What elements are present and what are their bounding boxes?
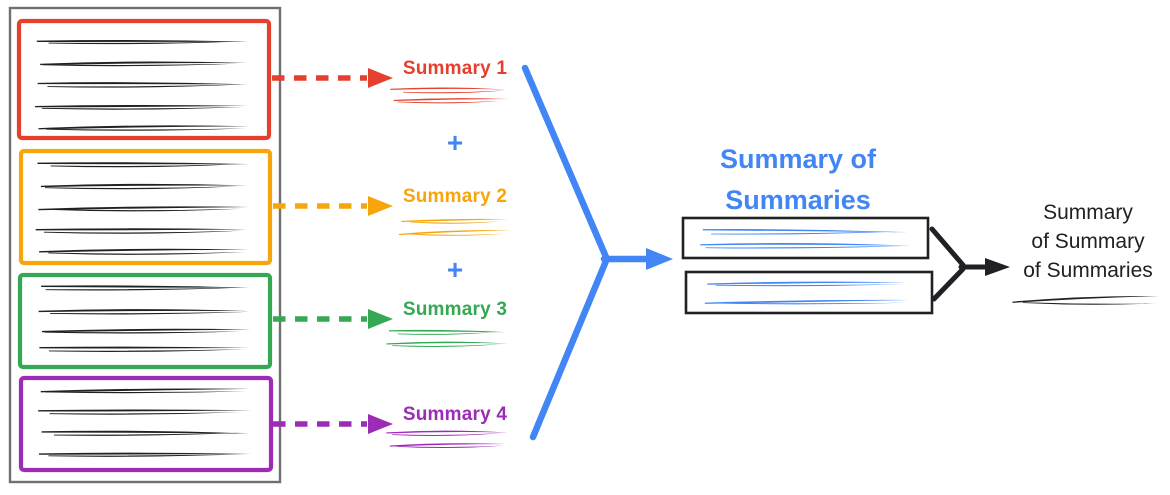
scribble-stroke xyxy=(48,454,246,457)
scribble-stroke xyxy=(38,125,250,130)
final-summary-label-line-2: of Summary xyxy=(1031,230,1145,253)
scribble-stroke xyxy=(386,341,509,345)
summary-of-summaries-box-1 xyxy=(681,216,930,260)
scribble-stroke xyxy=(41,285,251,288)
scribble-stroke xyxy=(700,243,911,246)
scribble-stroke xyxy=(410,221,501,224)
summary-of-summaries-scribbles-1 xyxy=(700,229,911,249)
scribble-stroke xyxy=(35,105,248,108)
summary-1-label: Summary 1 xyxy=(402,58,508,79)
plus-operator-1: + xyxy=(446,127,464,158)
scribble-stroke xyxy=(710,302,906,305)
scribble-stroke xyxy=(48,349,245,352)
scribble-stroke xyxy=(704,299,909,304)
scribble-stroke xyxy=(39,248,250,253)
document-4-text-scribbles xyxy=(38,388,252,457)
scribble-stroke xyxy=(45,391,247,394)
scribble-stroke xyxy=(47,84,242,88)
scribble-stroke xyxy=(44,331,243,334)
summary-3-scribbles xyxy=(386,329,509,347)
dashed-arrow-icon-red xyxy=(272,68,393,88)
summary-of-summaries-box-2 xyxy=(684,270,934,315)
summary-2-scribbles xyxy=(398,218,512,236)
summary-4-label: Summary 4 xyxy=(402,404,508,425)
scribble-stroke xyxy=(37,82,250,85)
scribble-stroke xyxy=(50,163,245,168)
scribble-stroke xyxy=(48,41,245,45)
dashed-arrow-icon-orange xyxy=(273,196,393,216)
scribble-stroke xyxy=(392,433,502,436)
summary-of-summaries-scribbles-2 xyxy=(704,281,909,305)
scribble-stroke xyxy=(39,346,249,349)
scribble-stroke xyxy=(715,284,904,287)
scribble-stroke xyxy=(389,443,507,447)
scribble-stroke xyxy=(46,128,246,131)
scribble-stroke xyxy=(388,329,507,333)
summary-of-summaries-title-line-2: Summaries xyxy=(725,185,871,215)
scribble-stroke xyxy=(397,331,500,335)
scribble-stroke xyxy=(403,90,506,94)
final-summary-label: Summary of Summary of Summaries xyxy=(1010,198,1166,285)
scribble-stroke xyxy=(398,230,512,236)
scribble-stroke xyxy=(705,245,908,249)
scribble-stroke xyxy=(1012,295,1159,303)
scribble-stroke xyxy=(38,206,250,211)
dashed-arrow-icon-purple xyxy=(273,414,393,434)
final-merge-arrow-icon xyxy=(929,226,1010,302)
dashed-arrow-icon-green xyxy=(273,309,393,329)
plus-operator-2: + xyxy=(446,254,464,285)
scribble-stroke xyxy=(50,311,248,315)
scribble-stroke xyxy=(45,186,239,190)
document-2-text-scribbles xyxy=(35,162,250,255)
scribble-stroke xyxy=(43,230,244,234)
scribble-stroke xyxy=(49,412,241,415)
summary-2-label: Summary 2 xyxy=(402,186,508,207)
scribble-stroke xyxy=(404,233,503,236)
document-1-text-scribbles xyxy=(35,40,250,131)
scribble-stroke xyxy=(393,98,509,102)
document-3-text-scribbles xyxy=(38,285,251,352)
scribble-stroke xyxy=(392,344,502,347)
document-section-2-box xyxy=(18,148,273,266)
summary-of-summaries-title: Summary of Summaries xyxy=(687,139,909,221)
final-summary-label-line-3: of Summaries xyxy=(1023,259,1153,282)
scribble-stroke xyxy=(36,40,250,42)
scribble-stroke xyxy=(41,430,250,434)
scribble-stroke xyxy=(386,430,509,434)
scribble-stroke xyxy=(40,183,248,188)
scribble-stroke xyxy=(401,218,510,222)
summary-3-label: Summary 3 xyxy=(402,299,508,320)
scribble-stroke xyxy=(38,409,252,412)
scribble-stroke xyxy=(43,63,239,67)
scribble-stroke xyxy=(45,287,246,291)
summary-4-scribbles xyxy=(386,430,509,449)
merge-arrow-icon xyxy=(521,64,673,441)
document-section-3-box xyxy=(17,272,273,370)
scribble-stroke xyxy=(48,252,246,255)
scribble-stroke xyxy=(1022,302,1157,305)
document-section-1-box xyxy=(16,18,272,141)
scribble-stroke xyxy=(711,231,905,235)
scribble-stroke xyxy=(40,61,248,66)
final-summary-scribble xyxy=(1012,295,1159,305)
scribble-stroke xyxy=(40,388,250,393)
scribble-stroke xyxy=(49,208,241,212)
scribble-stroke xyxy=(702,229,909,233)
scribble-stroke xyxy=(390,87,507,90)
summary-of-summaries-title-line-1: Summary of xyxy=(719,144,877,174)
scribble-stroke xyxy=(41,328,251,333)
scribble-stroke xyxy=(396,445,504,449)
scribble-stroke xyxy=(41,106,244,110)
scribble-stroke xyxy=(38,309,249,313)
document-section-4-box xyxy=(18,375,274,473)
scribble-stroke xyxy=(35,228,248,231)
final-summary-label-line-1: Summary xyxy=(1043,201,1133,224)
scribble-stroke xyxy=(707,281,907,285)
scribble-stroke xyxy=(397,100,500,104)
summary-1-scribbles xyxy=(390,87,509,104)
scribble-stroke xyxy=(53,432,243,436)
scribble-stroke xyxy=(37,162,250,165)
scribble-stroke xyxy=(39,452,252,455)
